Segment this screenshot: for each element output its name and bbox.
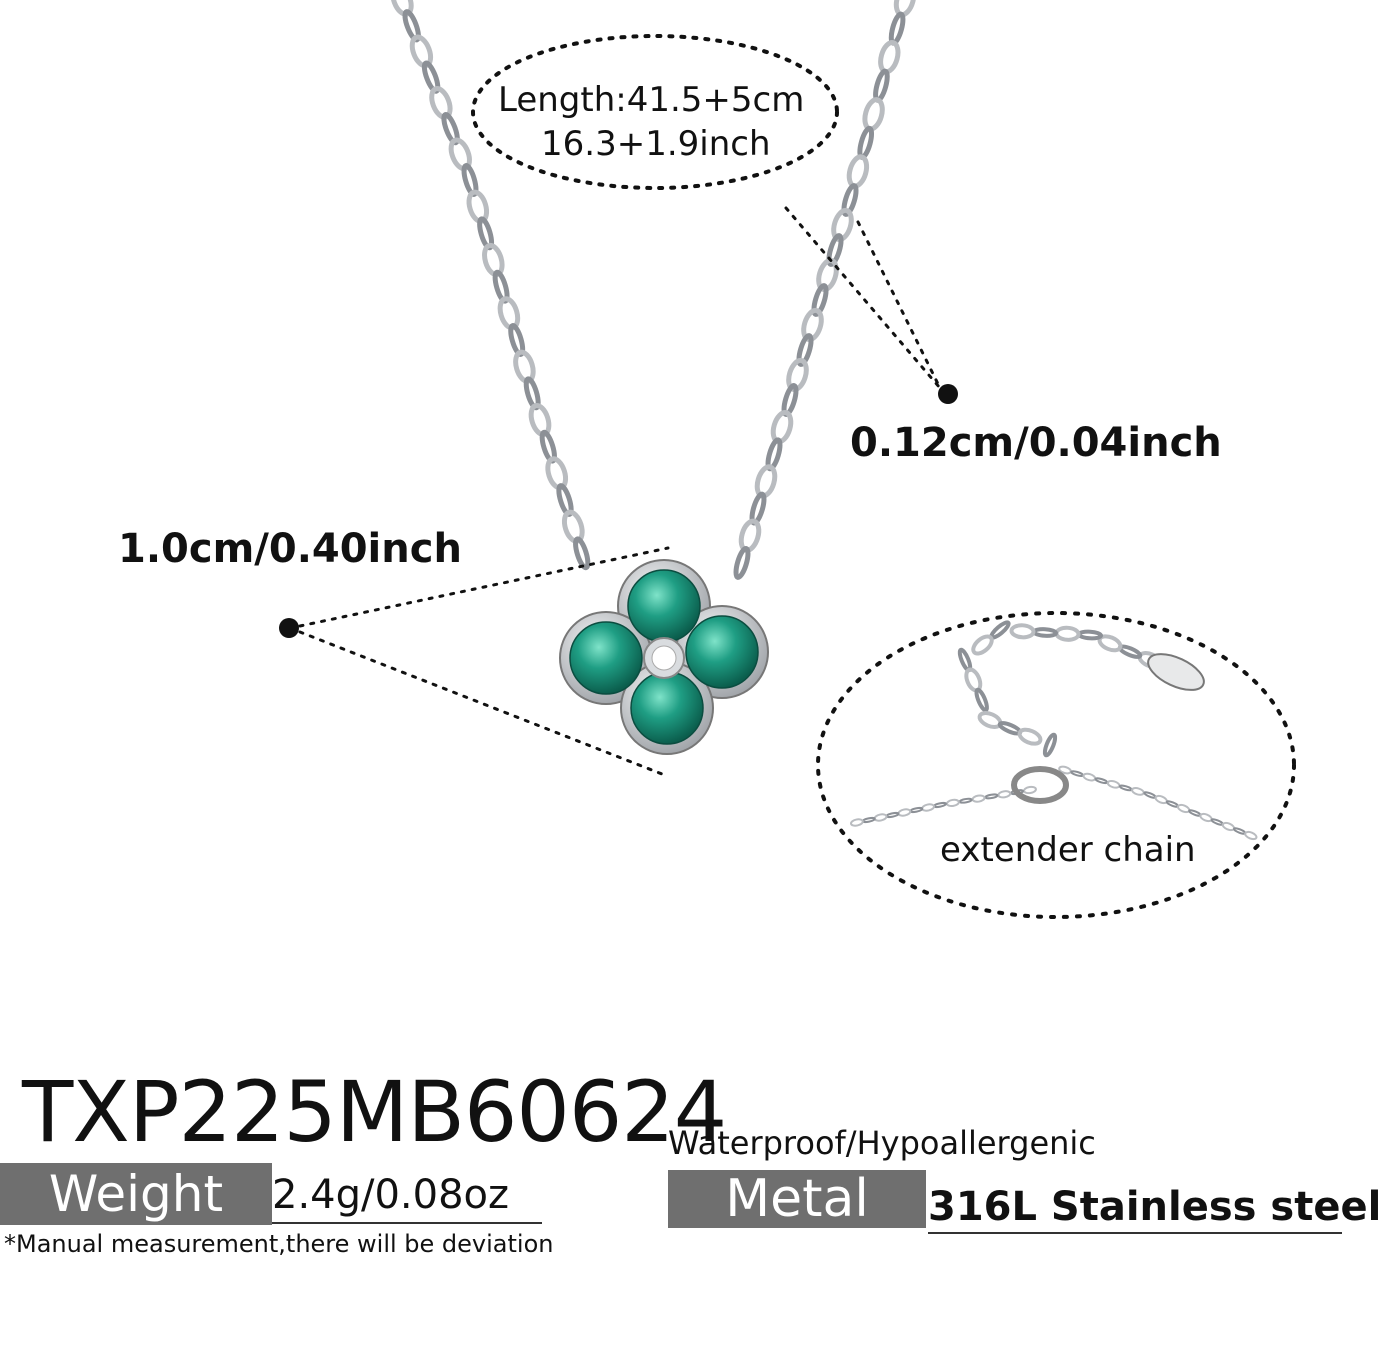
clover-pendant — [559, 559, 769, 755]
chain-link — [933, 801, 947, 809]
weight-tag: Weight — [0, 1163, 272, 1225]
thickness-pointer — [856, 220, 942, 390]
chain-link — [528, 402, 552, 438]
chain-link — [733, 545, 751, 580]
chain-link — [1131, 787, 1145, 796]
chain-link — [826, 233, 844, 267]
product-illustration — [279, 0, 1296, 919]
chain-link — [1017, 727, 1043, 746]
chain-link — [1070, 770, 1084, 777]
chain-link — [1094, 777, 1109, 785]
length-inch-label: 16.3+1.9inch — [541, 124, 771, 164]
extender-chain-illustration — [849, 620, 1258, 841]
chain-link — [1154, 794, 1168, 805]
chain-link — [997, 790, 1012, 799]
chain-link — [831, 207, 854, 243]
chain-link — [811, 283, 829, 317]
chain-link — [1210, 818, 1224, 826]
chain-link — [841, 183, 859, 217]
chain-link — [545, 456, 569, 491]
thickness-marker-dot — [938, 384, 958, 404]
chain-link — [738, 518, 762, 553]
chain-link — [801, 307, 824, 343]
chain-link — [1232, 827, 1247, 835]
chain-link — [1077, 629, 1103, 641]
chain-link — [1143, 791, 1157, 799]
chain-link — [1118, 784, 1133, 792]
chain-link — [497, 296, 521, 331]
weight-value: 2.4g/0.08oz — [272, 1172, 542, 1224]
product-sku: TXP225MB60624 — [22, 1063, 727, 1161]
chain-link — [921, 803, 936, 812]
chain-link — [862, 97, 885, 132]
metal-value: 316L Stainless steel — [928, 1184, 1381, 1234]
chain-link — [974, 687, 989, 713]
extender-tag — [1147, 653, 1205, 691]
chain-link — [873, 68, 890, 103]
chain-link — [402, 9, 421, 43]
chain-link — [1221, 821, 1236, 832]
metal-tag: Metal — [668, 1169, 926, 1229]
chain-link — [1106, 779, 1121, 789]
chain-link — [897, 808, 912, 817]
length-cm-label: Length:41.5+5cm — [498, 80, 805, 120]
chain-link — [1032, 627, 1058, 638]
pendant-size-line — [298, 630, 664, 776]
chain-link — [513, 349, 536, 384]
chain-link — [945, 798, 960, 808]
chain-link — [770, 410, 794, 445]
lobster-clasp — [1011, 766, 1069, 804]
chain-link — [989, 620, 1011, 640]
chain-link — [482, 242, 505, 278]
chain-link — [754, 464, 778, 499]
chain-link — [984, 793, 999, 800]
pendant-size-line — [298, 546, 670, 628]
length-callout-ellipse — [471, 34, 839, 190]
chain-link — [857, 125, 875, 160]
chain-link — [573, 536, 591, 571]
chain-link — [873, 813, 888, 822]
chain-link — [441, 111, 460, 146]
extender-chain-label: extender chain — [940, 830, 1196, 870]
chain-link — [786, 357, 809, 393]
chain-link — [1009, 623, 1036, 640]
chain-link — [1042, 732, 1058, 758]
chain-link — [861, 816, 876, 824]
measurement-note: *Manual measurement,there will be deviat… — [4, 1230, 554, 1258]
pendant-size-label: 1.0cm/0.40inch — [118, 526, 462, 572]
chain-link — [849, 818, 864, 827]
thickness-pointer — [784, 206, 942, 390]
chain-link — [466, 189, 490, 224]
chain-link — [958, 797, 973, 804]
chain-link — [878, 39, 901, 75]
chain-link — [909, 806, 924, 814]
chain-link — [1199, 812, 1213, 823]
chain-link — [971, 634, 994, 656]
chain-link — [1244, 830, 1258, 841]
necklace-chain — [390, 0, 917, 580]
pendant-marker-dot — [279, 618, 299, 638]
chain-link — [885, 811, 900, 819]
chain-thickness-label: 0.12cm/0.04inch — [850, 420, 1222, 466]
chain-link — [1054, 625, 1081, 642]
chain-link — [1165, 800, 1180, 808]
chain-link — [796, 333, 814, 367]
chain-link — [888, 11, 906, 46]
extender-callout-ellipse — [816, 611, 1296, 919]
chain-link — [971, 794, 986, 803]
chain-link — [1188, 809, 1202, 817]
feature-label: Waterproof/Hypoallergenic — [668, 1124, 1096, 1162]
chain-link — [561, 509, 585, 544]
chain-link — [1082, 772, 1097, 782]
chain-link — [1023, 785, 1037, 795]
chain-link — [846, 154, 870, 189]
chain-link — [1176, 803, 1191, 814]
